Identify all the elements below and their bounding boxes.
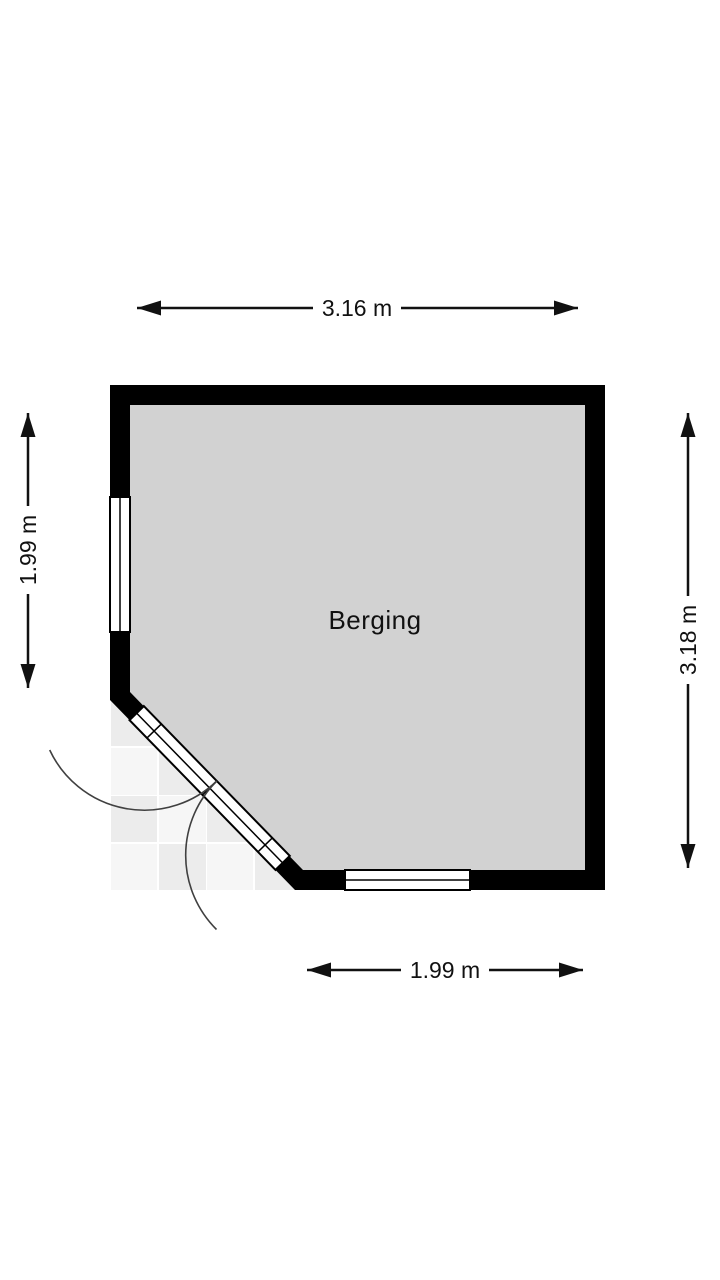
dimension-right-label: 3.18 m [675, 605, 701, 675]
arrowhead-left-icon [307, 962, 331, 978]
diagonal-door-tick-1 [146, 723, 162, 739]
dimension-left: 1.99 m [13, 413, 43, 688]
arrowhead-up-icon [680, 413, 696, 437]
window-left [109, 496, 131, 633]
dimension-left-label-bg [13, 506, 43, 594]
arrowhead-down-icon [20, 664, 36, 688]
dimension-bottom-label: 1.99 m [410, 957, 480, 983]
room-label: Berging [328, 605, 421, 635]
floor-area [130, 405, 585, 870]
arrowhead-down-icon [680, 844, 696, 868]
dimension-top-label-bg [313, 293, 401, 323]
arrowhead-right-icon [554, 300, 578, 316]
diagonal-door-tick-3 [257, 837, 273, 853]
dimension-top-label: 3.16 m [322, 295, 392, 321]
arrowhead-left-icon [137, 300, 161, 316]
arrowhead-up-icon [20, 413, 36, 437]
dimension-right-label-bg [673, 596, 703, 684]
dimension-top: 3.16 m [137, 293, 578, 323]
door-swing-arcs [48, 749, 218, 931]
window-bottom [344, 869, 471, 891]
dimension-bottom-label-bg [401, 955, 489, 985]
dimension-left-label: 1.99 m [15, 515, 41, 585]
door-swing-arc-upper [48, 749, 218, 811]
dimension-bottom: 1.99 m [307, 955, 583, 985]
arrowhead-right-icon [559, 962, 583, 978]
door-swing-arc-lower [184, 780, 218, 931]
dimension-right: 3.18 m [673, 413, 703, 868]
